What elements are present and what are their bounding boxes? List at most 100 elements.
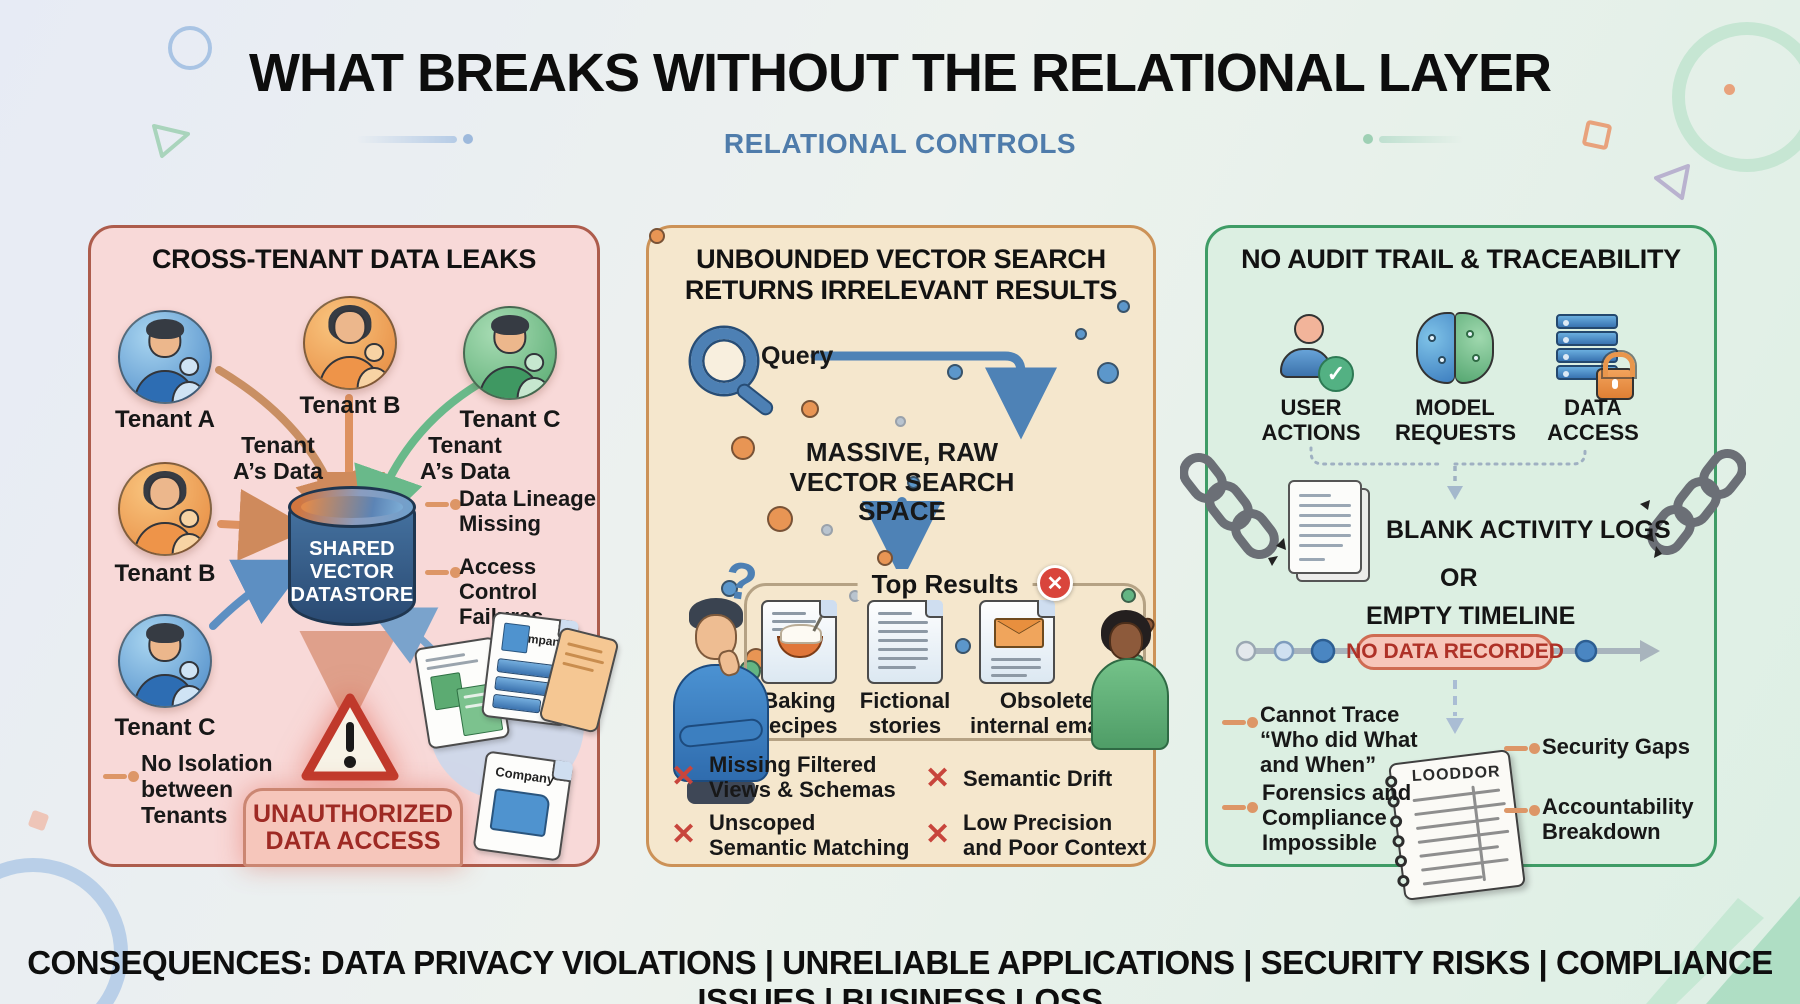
folder-icon xyxy=(489,787,551,838)
bullet-arrow-icon xyxy=(1222,717,1258,728)
dotted-funnel xyxy=(1309,446,1587,466)
vector-dot xyxy=(947,364,963,380)
datastore-label: SHARED VECTOR DATASTORE xyxy=(290,538,414,606)
tenant-a-label: Tenant A xyxy=(115,406,215,433)
dashed-arrow-1-head xyxy=(1447,486,1463,500)
bullet-arrow-icon xyxy=(103,771,139,782)
leaked-document-company-2: Company xyxy=(472,750,574,862)
bullet-arrow-icon xyxy=(1504,805,1540,816)
confused-woman-illustration xyxy=(1087,610,1173,750)
avatar-mini-person xyxy=(170,509,208,554)
user-actions-icon: ✓ xyxy=(1274,314,1354,392)
vector-dot xyxy=(649,228,665,244)
leaked-documents-cluster: Company Company xyxy=(413,611,620,881)
result-label-baking: Baking recipes xyxy=(760,688,838,739)
issue-missing-views: Missing Filtered Views & Schemas xyxy=(709,752,896,803)
bullet-arrow-icon xyxy=(1222,802,1258,813)
unauthorized-access-warning: UNAUTHORIZED DATA ACCESS xyxy=(243,788,463,867)
panel-no-audit-trail: NO AUDIT TRAIL & TRACEABILITY ✓ USER ACT… xyxy=(1180,225,1746,901)
tenant-a-avatar xyxy=(118,310,212,404)
warning-triangle-icon xyxy=(301,693,399,781)
vector-dot xyxy=(955,638,971,654)
issue-security-gaps: Security Gaps xyxy=(1542,734,1690,759)
issue-unscoped-matching: Unscoped Semantic Matching xyxy=(709,810,910,861)
bullet-arrow-icon xyxy=(425,499,461,510)
arrow-label-right: Tenant A’s Data xyxy=(420,432,510,485)
decor-triangle-right xyxy=(1654,164,1690,200)
blank-logs-icon xyxy=(1288,480,1372,584)
issue-accountability: Accountability Breakdown xyxy=(1542,794,1694,845)
empty-timeline-label: EMPTY TIMELINE xyxy=(1366,602,1576,630)
panel3-header: NO AUDIT TRAIL & TRACEABILITY xyxy=(1241,244,1681,274)
avatar-mini-person xyxy=(170,661,208,706)
vector-dot xyxy=(1075,328,1087,340)
avatar-hair xyxy=(146,623,184,643)
blank-activity-logs-label: BLANK ACTIVITY LOGS xyxy=(1386,516,1671,544)
user-actions-label: USER ACTIONS xyxy=(1261,395,1361,445)
page-title: WHAT BREAKS WITHOUT THE RELATIONAL LAYER xyxy=(249,43,1552,103)
panel1-header: CROSS-TENANT DATA LEAKS xyxy=(151,244,537,274)
cylinder-top xyxy=(288,486,416,528)
vector-dot xyxy=(821,524,833,536)
company-doc-label: Company xyxy=(494,763,556,788)
tenant-c-avatar-2 xyxy=(118,614,212,708)
tenant-c-avatar xyxy=(463,306,557,400)
panel-unbounded-vector-search: UNBOUNDED VECTOR SEARCH RETURNS IRRELEVA… xyxy=(646,225,1169,867)
notebook-scribble-label: LOODDOR xyxy=(1411,763,1502,786)
avatar-mini-person xyxy=(170,357,208,402)
panel-cross-tenant-leaks: CROSS-TENANT DATA LEAKS xyxy=(88,225,620,867)
query-label: Query xyxy=(761,342,834,370)
issue-semantic-drift: Semantic Drift xyxy=(963,766,1113,791)
or-label: OR xyxy=(1440,564,1478,592)
search-icon xyxy=(691,328,777,419)
vector-dot xyxy=(721,580,738,597)
tenant-b-avatar-2 xyxy=(118,462,212,556)
arrow-query-to-space xyxy=(810,351,1057,440)
tenant-b-label: Tenant B xyxy=(299,392,401,419)
shared-vector-datastore: SHARED VECTOR DATASTORE xyxy=(288,486,416,628)
vector-dot xyxy=(1117,300,1130,313)
tenant-b-avatar xyxy=(303,296,397,390)
timeline-node xyxy=(1273,640,1295,662)
vector-dot xyxy=(767,506,793,532)
avatar-hair xyxy=(491,315,529,335)
issue-no-isolation: No Isolation between Tenants xyxy=(141,750,273,829)
tenant-c-label: Tenant C xyxy=(459,406,561,433)
vector-dot xyxy=(731,436,755,460)
confused-man-illustration: ? xyxy=(667,551,777,810)
vector-dot xyxy=(1097,362,1119,384)
result-doc-stories xyxy=(867,600,943,684)
timeline-node xyxy=(1310,638,1336,664)
data-access-label: DATA ACCESS xyxy=(1547,395,1639,445)
bullet-arrow-icon xyxy=(425,567,461,578)
data-server-icon xyxy=(1556,314,1635,400)
avatar-head xyxy=(148,475,182,510)
dashed-arrow-2-head xyxy=(1446,718,1464,734)
result-doc-baking xyxy=(761,600,837,684)
padlock-icon xyxy=(1596,352,1635,400)
vector-dot xyxy=(907,476,920,489)
vector-space-label: MASSIVE, RAW VECTOR SEARCH SPACE xyxy=(789,437,1015,527)
avatar-head xyxy=(333,309,367,344)
x-mark-icon: ✕ xyxy=(925,762,951,795)
top-results-box: Top Results xyxy=(744,569,1146,741)
vector-dot xyxy=(877,550,893,566)
issue-data-lineage: Data Lineage Missing xyxy=(459,486,596,537)
vector-dot xyxy=(895,416,906,427)
top-results-title: Top Results xyxy=(857,569,1033,600)
model-brain-icon xyxy=(1416,312,1494,384)
result-label-emails: Obsolete internal emails xyxy=(969,688,1125,739)
bowl-icon xyxy=(777,624,823,658)
decor-square-bottom-left xyxy=(27,809,50,832)
x-mark-icon: ✕ xyxy=(925,818,951,851)
tenant-c-mid-label: Tenant C xyxy=(114,714,216,741)
bullet-arrow-icon xyxy=(1504,743,1540,754)
arrow-tenant-b2-to-store xyxy=(217,488,311,561)
timeline-node xyxy=(1235,640,1257,662)
arrow-label-left: Tenant A’s Data xyxy=(233,432,323,485)
consequences-bar: CONSEQUENCES: DATA PRIVACY VIOLATIONS | … xyxy=(27,944,1773,1004)
arrow-tenant-c2-to-store xyxy=(209,559,310,630)
issue-forensics: Forensics and Compliance Impossible xyxy=(1262,780,1412,856)
x-mark-icon: ✕ xyxy=(671,818,697,851)
